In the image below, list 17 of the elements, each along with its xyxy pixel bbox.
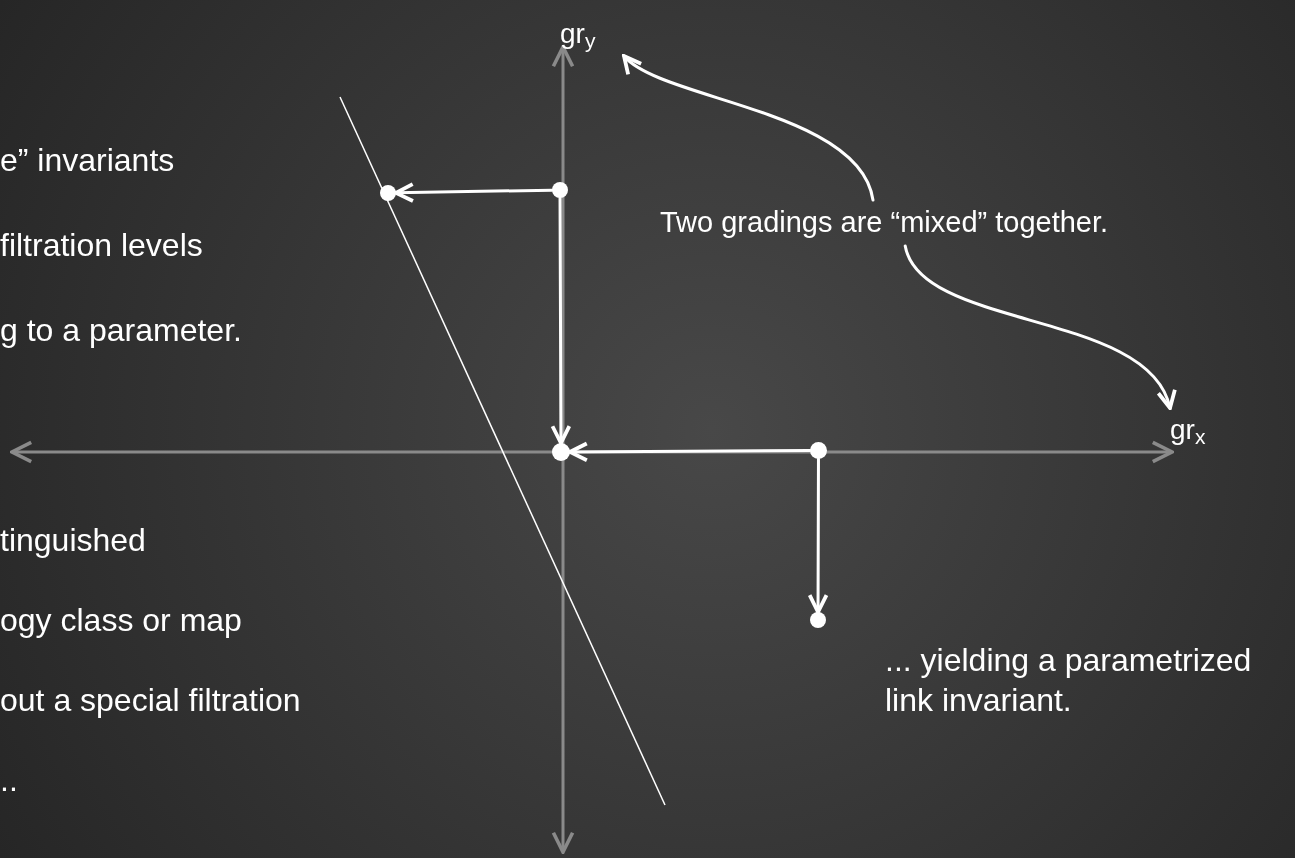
arrow [394, 182, 554, 203]
annotation-text: Two gradings are “mixed” together. [660, 205, 1109, 241]
note-text: ... yielding a parametrized link invariant. [885, 641, 1253, 720]
curved-arrow [622, 54, 875, 202]
note-text: ogy class or map [0, 601, 243, 640]
note-text: filtration levels [0, 226, 204, 265]
note-text: out a special filtration [0, 681, 302, 720]
curved-arrow [903, 244, 1174, 410]
arrow [807, 457, 829, 614]
arrow [568, 441, 812, 463]
arrow [550, 196, 572, 445]
note-text: g to a parameter. [0, 311, 243, 350]
axis-label: gr$_{x}$ [1170, 413, 1206, 451]
note-text: tinguished [0, 521, 147, 560]
axis-label: gr$_{y}$ [560, 17, 596, 55]
note-text: e” invariants [0, 141, 176, 180]
note-text: .. [0, 761, 19, 800]
